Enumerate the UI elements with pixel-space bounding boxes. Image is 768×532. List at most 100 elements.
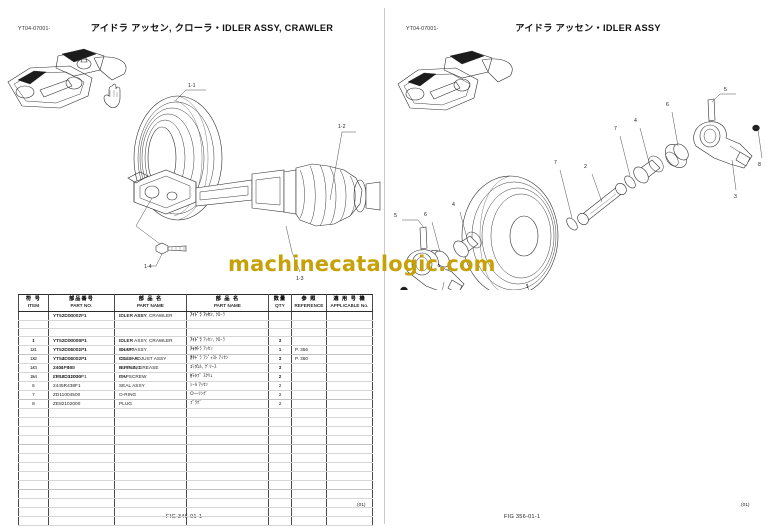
cell-part-name-ja: ｼｰﾙ ｱｯｾﾝ xyxy=(186,381,269,391)
col-item: 符 号 ITEM xyxy=(18,294,49,312)
callout-7-left: 7 xyxy=(554,160,557,166)
page-title-left: アイドラ アッセン, クローラ・IDLER ASSY, CRAWLER xyxy=(90,23,334,33)
callout-5-right: 5 xyxy=(724,87,727,93)
cell-applicable xyxy=(326,363,373,373)
cell-part-name-en: IDLER ASSY xyxy=(114,311,187,321)
cell-item: 7 xyxy=(18,390,49,400)
cell-item: 4 xyxy=(18,363,49,373)
cell-part-no: ZE82102000 xyxy=(48,399,115,409)
cell-applicable xyxy=(326,336,373,346)
callout-1-4: 1-4 xyxy=(144,264,152,270)
table-row-blank xyxy=(18,516,373,526)
table-row-blank xyxy=(18,435,373,445)
cell-part-name-en: PIN xyxy=(114,372,187,382)
part-6-seal-right xyxy=(665,143,689,168)
table-row xyxy=(18,320,373,329)
cell-reference xyxy=(291,363,327,373)
cell-applicable xyxy=(326,390,373,400)
cell-part-name-en: IDLER xyxy=(114,336,187,346)
part-7-oring-left xyxy=(566,217,578,231)
col-part-name-en: 部 品 名 PART NAME xyxy=(114,294,187,312)
part-3-bracket-right xyxy=(693,121,753,169)
callout-2: 2 xyxy=(584,164,587,170)
col-part-no: 部品番号 PART NO. xyxy=(48,294,115,312)
cell-item xyxy=(18,328,49,337)
illustration-right: 1 2 3 4 4 5 5 6 xyxy=(384,40,768,290)
callout-leaders: 1 2 3 4 4 5 5 6 xyxy=(394,87,763,290)
table-header-row: 符 号 ITEM 部品番号 PART NO. 部 品 名 PART NAME 部… xyxy=(18,294,373,312)
table-row-blank xyxy=(18,471,373,481)
table-row xyxy=(18,328,373,337)
cell-part-no xyxy=(48,320,115,329)
cell-reference xyxy=(291,381,327,391)
cell-qty: 2 xyxy=(268,363,292,373)
cell-part-no: 2405P490 xyxy=(48,363,115,373)
model-code-right: YT04-07001- xyxy=(406,26,439,32)
cell-qty: 1 xyxy=(268,345,292,355)
callout-1: 1 xyxy=(526,284,529,290)
cell-part-no: YT52D01002P1 xyxy=(48,354,115,364)
cell-qty: 2 xyxy=(268,381,292,391)
table-row-blank xyxy=(18,462,373,472)
cell-applicable xyxy=(326,354,373,364)
cell-item: 2 xyxy=(18,345,49,355)
cell-part-name-ja: ｼｬﾌﾄ xyxy=(186,345,269,355)
callout-3-right: 3 xyxy=(734,194,737,200)
idler-adjuster-rod xyxy=(195,169,297,215)
part-5-pin-left xyxy=(419,226,428,250)
callout-4-right: 4 xyxy=(634,118,637,124)
cell-part-no: YT52D00003P1 xyxy=(48,336,115,346)
col-qty: 数量 QTY xyxy=(268,294,292,312)
callout-5-left: 5 xyxy=(394,213,397,219)
cell-applicable xyxy=(326,311,373,321)
part-8-plug-left xyxy=(400,286,408,290)
table-row-blank xyxy=(18,408,373,418)
cell-item: 1 xyxy=(18,336,49,346)
table-row-blank xyxy=(18,453,373,463)
capscrew-detail xyxy=(155,242,187,255)
table-row-blank xyxy=(18,426,373,436)
callout-1-3: 1-3 xyxy=(296,276,304,282)
cell-item: 5 xyxy=(18,372,49,382)
cell-part-name-ja: ﾋﾟﾝ xyxy=(186,372,269,382)
callout-8: 8 xyxy=(758,162,761,168)
cell-part-name-en: SHAFT xyxy=(114,345,187,355)
cell-reference xyxy=(291,372,327,382)
callout-leaders: 1-1 1-2 1-3 1-4 xyxy=(135,83,356,282)
callout-6-right: 6 xyxy=(666,102,669,108)
cell-qty: 2 xyxy=(268,372,292,382)
cell-item xyxy=(18,320,49,329)
part-1-idler xyxy=(461,175,559,290)
cell-part-no: 2445R438F1 xyxy=(48,381,115,391)
cell-part-name-ja: ﾌﾟﾗｸﾞ xyxy=(186,399,269,409)
cell-qty xyxy=(268,311,292,321)
cell-part-name-en xyxy=(114,328,187,337)
cell-reference xyxy=(291,336,327,346)
callout-1-2: 1-2 xyxy=(338,124,346,130)
table-row-blank xyxy=(18,444,373,454)
cell-part-no: YT52D01001P1 xyxy=(48,345,115,355)
cell-reference xyxy=(291,399,327,409)
part-5-pin-right xyxy=(707,98,716,122)
revision-right: (01) xyxy=(741,503,750,508)
table-row-blank xyxy=(18,417,373,427)
cell-reference xyxy=(291,390,327,400)
cell-applicable xyxy=(326,328,373,337)
page-title-right: アイドラ アッセン・IDLER ASSY xyxy=(515,23,661,33)
part-7-oring-right xyxy=(624,175,636,189)
cell-reference xyxy=(291,354,327,364)
cell-part-name-en: COLLAR xyxy=(114,354,187,364)
cell-applicable xyxy=(326,399,373,409)
col-part-name-ja: 部 品 名 PART NAME xyxy=(186,294,269,312)
machine-key-icon xyxy=(7,48,127,109)
cell-reference xyxy=(291,345,327,355)
cell-applicable xyxy=(326,381,373,391)
cell-item: 8 xyxy=(18,399,49,409)
cell-part-name-en xyxy=(114,320,187,329)
